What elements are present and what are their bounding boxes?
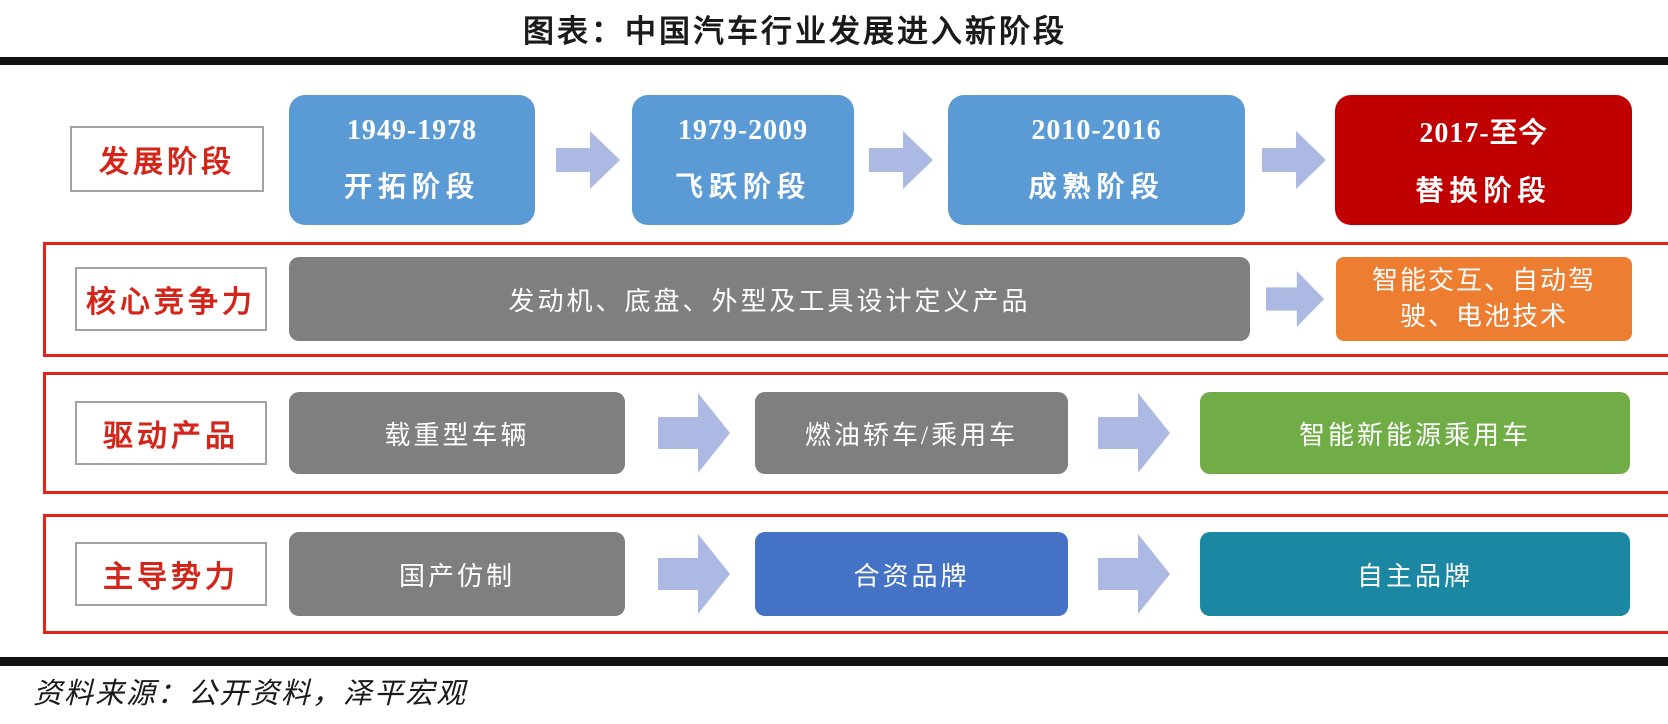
row-label-text: 主导势力	[103, 561, 239, 594]
row-label-development-stage: 发展阶段	[70, 126, 264, 192]
item-box-own-brands: 自主品牌	[1200, 532, 1630, 616]
right-arrow-icon	[556, 131, 620, 189]
item-text-line2: 驶、电池技术	[1399, 302, 1568, 331]
row-band-dominant-forces	[43, 514, 1668, 634]
stage-name: 飞跃阶段	[674, 172, 811, 203]
stage-box-2017-now: 2017-至今 替换阶段	[1335, 95, 1632, 225]
row-label-driving-products: 驱动产品	[75, 401, 267, 465]
item-box-joint-venture-brands: 合资品牌	[755, 532, 1068, 616]
item-text: 合资品牌	[853, 561, 970, 591]
stage-box-1949-1978: 1949-1978 开拓阶段	[289, 95, 535, 225]
stage-box-1979-2009: 1979-2009 飞跃阶段	[632, 95, 854, 225]
right-arrow-icon	[658, 393, 730, 473]
stage-period: 1949-1978	[346, 115, 478, 146]
item-box-smart-nev: 智能新能源乘用车	[1200, 392, 1630, 474]
item-text: 载重型车辆	[384, 420, 530, 450]
item-box-smart-tech: 智能交互、自动驾 驶、电池技术	[1336, 257, 1632, 341]
row-label-core-competitiveness: 核心竞争力	[75, 267, 267, 331]
item-box-domestic-imitation: 国产仿制	[289, 532, 625, 616]
row-band-core-competitiveness	[43, 242, 1668, 357]
row-label-text: 驱动产品	[103, 420, 239, 453]
row-label-dominant-forces: 主导势力	[75, 542, 267, 606]
stage-period: 2017-至今	[1419, 118, 1548, 149]
stage-period: 1979-2009	[677, 115, 809, 146]
right-arrow-icon	[1098, 393, 1170, 473]
stage-name: 替换阶段	[1415, 176, 1552, 207]
item-text: 智能新能源乘用车	[1298, 420, 1531, 450]
item-text: 燃油轿车/乘用车	[804, 420, 1019, 450]
right-arrow-icon	[658, 534, 730, 614]
item-box-heavy-trucks: 载重型车辆	[289, 392, 625, 474]
item-text: 自主品牌	[1356, 561, 1473, 591]
right-arrow-icon	[1098, 534, 1170, 614]
row-label-text: 发展阶段	[99, 146, 235, 179]
row-band-driving-products	[43, 372, 1668, 494]
item-text: 发动机、底盘、外型及工具设计定义产品	[508, 286, 1031, 316]
right-arrow-icon	[1266, 271, 1324, 327]
top-divider	[0, 57, 1668, 65]
item-box-fuel-cars: 燃油轿车/乘用车	[755, 392, 1068, 474]
stage-period: 2010-2016	[1031, 115, 1162, 146]
stage-name: 开拓阶段	[343, 172, 480, 203]
right-arrow-icon	[869, 131, 933, 189]
item-box-engine-chassis-design: 发动机、底盘、外型及工具设计定义产品	[289, 257, 1250, 341]
item-text-line1: 智能交互、自动驾	[1371, 266, 1596, 295]
stage-box-2010-2016: 2010-2016 成熟阶段	[948, 95, 1245, 225]
item-text: 国产仿制	[398, 561, 515, 591]
bottom-divider	[0, 657, 1668, 666]
right-arrow-icon	[1262, 131, 1326, 189]
row-label-text: 核心竞争力	[86, 286, 256, 319]
page-title: 图表：中国汽车行业发展进入新阶段	[523, 14, 1067, 49]
source-note: 资料来源：公开资料，泽平宏观	[33, 678, 468, 710]
stage-name: 成熟阶段	[1028, 172, 1165, 203]
